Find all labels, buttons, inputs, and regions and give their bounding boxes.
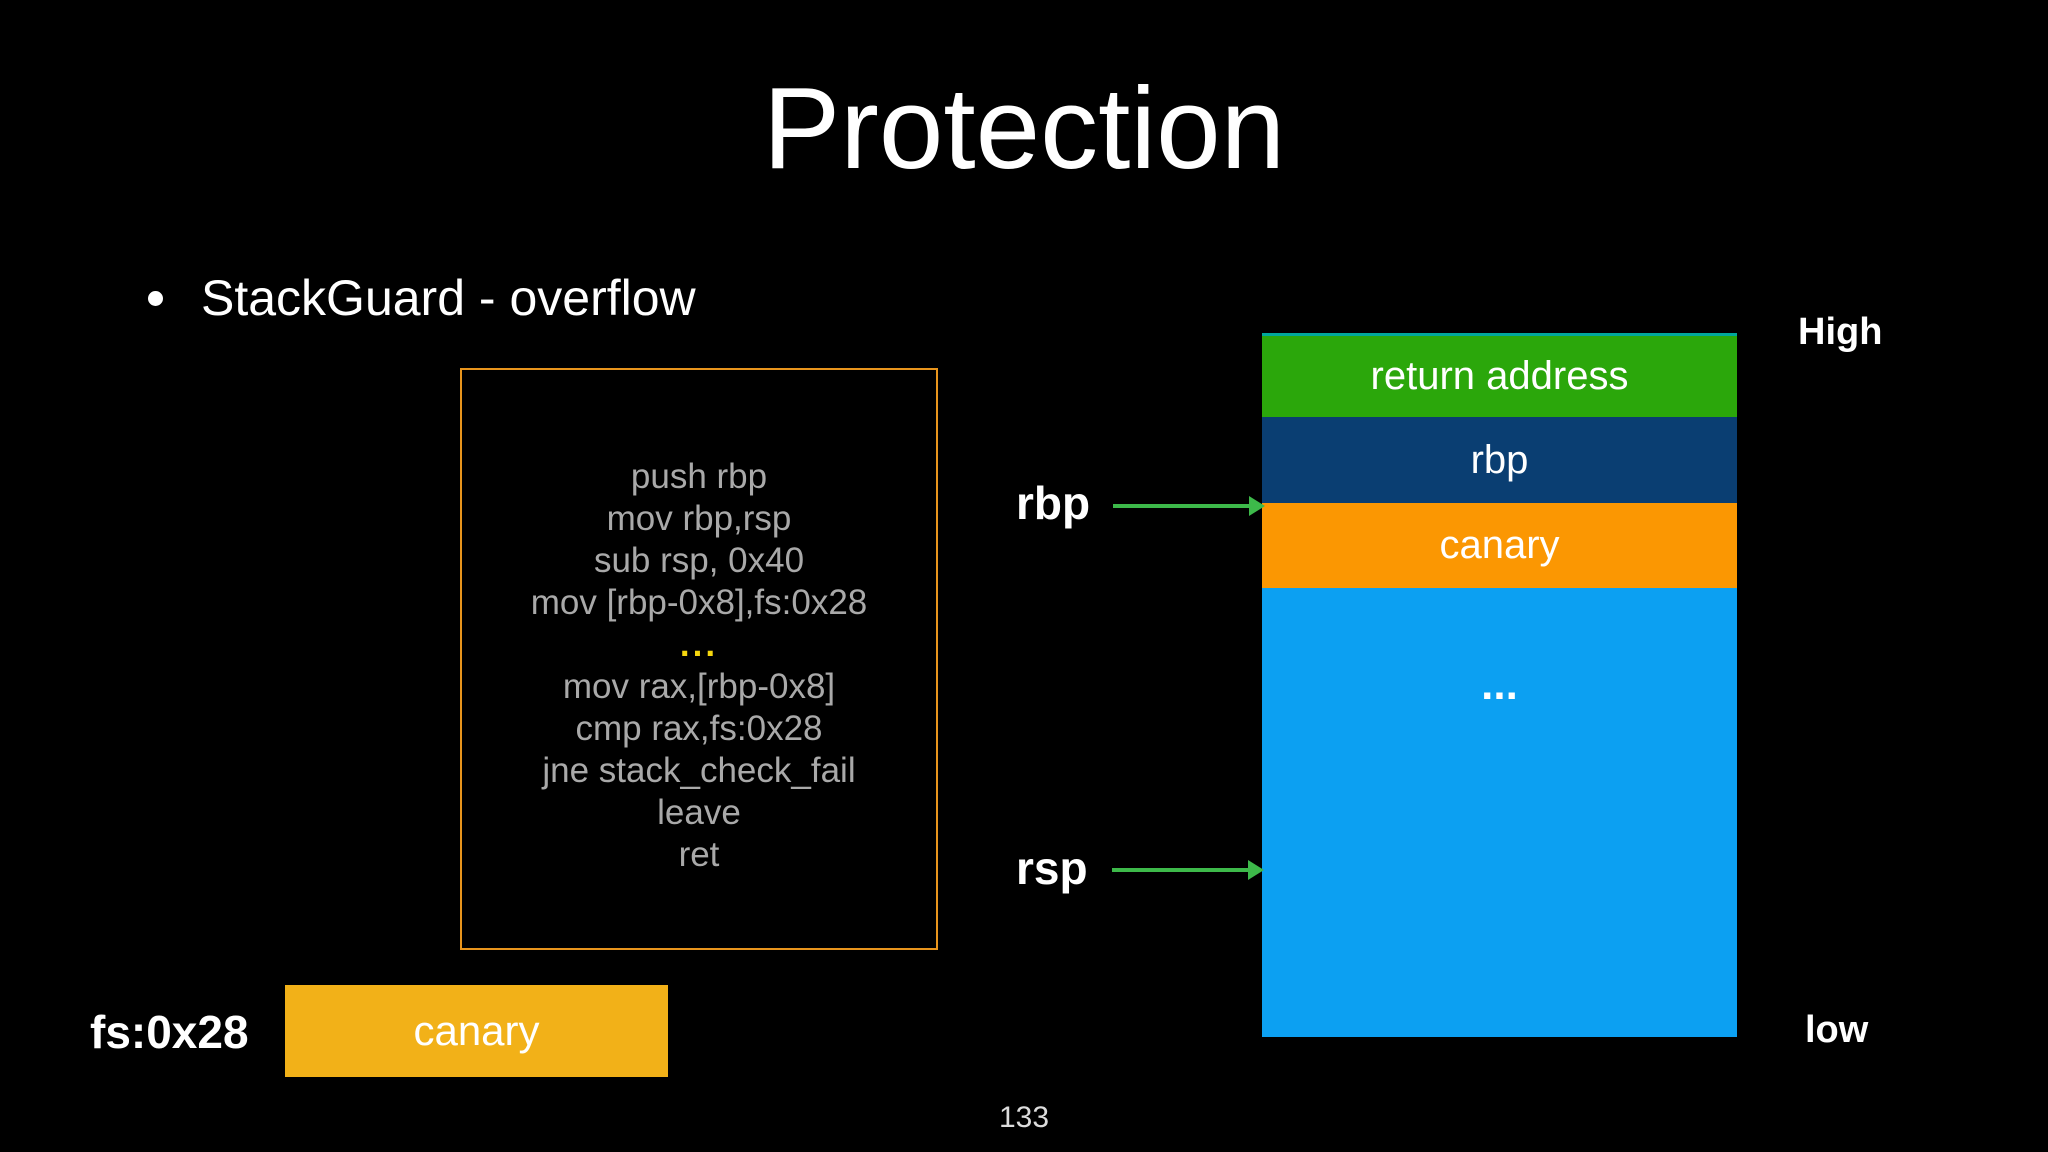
stack-block-return-address: return address [1262,336,1737,417]
stack-block-label: ... [1481,660,1518,709]
stack-diagram: return address rbp canary ... [1262,333,1737,1037]
code-line: mov rax,[rbp-0x8] [562,667,836,706]
stack-block-rbp: rbp [1262,417,1737,503]
page-number: 133 [998,1101,1050,1134]
canary-legend-label: canary [413,1007,540,1054]
stack-top-edge [1262,333,1737,336]
assembly-code-box: push rbp mov rbp,rsp sub rsp, 0x40 mov [… [460,368,938,950]
code-ellipsis: ... [679,625,719,664]
code-line: jne stack_check_fail [542,751,856,790]
code-line: sub rsp, 0x40 [593,541,805,580]
code-line: ret [678,835,720,874]
high-address-label: High [1798,311,1883,353]
arrow-head [1248,860,1264,880]
stack-block-locals: ... [1262,588,1737,1037]
stack-block-canary: canary [1262,503,1737,588]
code-line: cmp rax,fs:0x28 [575,709,823,748]
page-title: Protection [762,63,1286,193]
stack-block-label: return address [1370,354,1629,398]
stack-block-label: rbp [1470,437,1529,482]
code-line: mov rbp,rsp [606,499,792,538]
arrow-line [1112,868,1248,872]
rbp-pointer-label: rbp [1016,477,1091,529]
bullet-icon [148,290,163,306]
code-line: leave [657,793,741,832]
fs0x28-label: fs:0x28 [90,1006,249,1058]
bullet-text: StackGuard - overflow [201,270,696,326]
stack-block-label: canary [1439,523,1560,567]
bullet-item: StackGuard - overflow [148,272,696,324]
arrow-head [1249,496,1265,516]
assembly-code-lines: push rbp mov rbp,rsp sub rsp, 0x40 mov [… [462,456,936,876]
code-line: push rbp [630,457,768,496]
rsp-arrow-icon [1112,860,1264,880]
low-address-label: low [1805,1009,1869,1051]
rsp-pointer-label: rsp [1016,842,1088,894]
rbp-arrow-icon [1113,496,1265,516]
arrow-line [1113,504,1249,508]
code-line: mov [rbp-0x8],fs:0x28 [530,583,868,622]
canary-legend-box: canary [285,985,668,1077]
